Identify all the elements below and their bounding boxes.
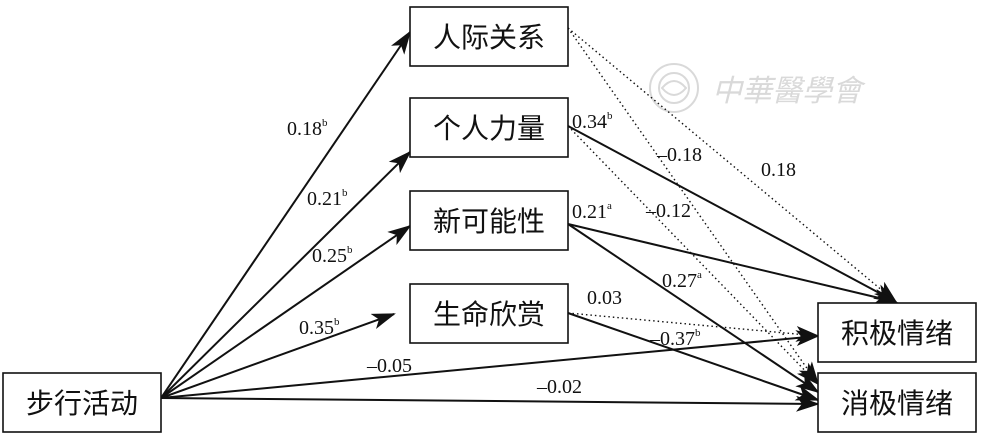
- edge-personal-strength-to-negative-emotion: [567, 125, 820, 386]
- node-relationships: 人际关系: [409, 6, 569, 67]
- edge-walking-to-relationships: [160, 30, 412, 399]
- node-personal-strength-label: 个人力量: [433, 112, 545, 145]
- edge-new-possibilities-to-negative-emotion-sig: a: [697, 269, 702, 281]
- edge-walking-to-relationships-coef: 0.18b: [287, 117, 328, 140]
- node-relationships-box: [409, 6, 569, 67]
- node-positive-emotion-label: 积极情绪: [841, 317, 953, 350]
- edge-personal-strength-to-positive-emotion-sig: b: [607, 110, 613, 122]
- edge-appreciation-of-life-to-positive-emotion-coef: 0.03: [587, 287, 622, 309]
- node-positive-emotion: 积极情绪: [817, 302, 977, 363]
- edge-personal-strength-to-positive-emotion: [567, 125, 898, 303]
- edge-relationships-to-positive-emotion-coef: 0.18: [761, 159, 796, 181]
- edge-appreciation-of-life-to-negative-emotion-sig: b: [695, 327, 701, 339]
- edge-walking-to-personal-strength-coef: 0.21b: [307, 187, 348, 210]
- edge-relationships-to-negative-emotion-coef: –0.18: [656, 144, 702, 166]
- watermark: 中華醫學會: [649, 63, 866, 113]
- node-walking-box: [2, 372, 162, 433]
- node-layer: 步行活动 人际关系 个人力量 新可能性 生命欣赏 积极情绪 消极情绪: [2, 6, 977, 433]
- node-appreciation-of-life-label: 生命欣赏: [433, 298, 545, 331]
- node-positive-emotion-box: [817, 302, 977, 363]
- edge-walking-to-relationships-sig: b: [322, 117, 328, 129]
- node-negative-emotion-label: 消极情绪: [841, 387, 953, 420]
- edge-new-possibilities-to-positive-emotion: [567, 223, 898, 305]
- node-new-possibilities-label: 新可能性: [433, 205, 545, 238]
- edge-walking-to-new-possibilities: [160, 224, 412, 399]
- edge-appreciation-of-life-to-positive-emotion: [567, 312, 820, 342]
- edge-layer: 0.18b 0.21b 0.25b 0.35b –0.05 –0.02 0.18 –0.18 0…: [160, 27, 898, 412]
- node-personal-strength-box: [409, 97, 569, 158]
- edge-walking-to-personal-strength-sig: b: [342, 187, 348, 199]
- edge-walking-to-appreciation-of-life-coef: 0.35b: [299, 316, 340, 339]
- node-walking-label: 步行活动: [26, 387, 138, 420]
- node-appreciation-of-life: 生命欣赏: [409, 283, 569, 344]
- edge-appreciation-of-life-to-negative-emotion-coef: –0.37b: [649, 327, 701, 350]
- edge-walking-to-positive-emotion: [160, 330, 820, 399]
- edge-personal-strength-to-positive-emotion-coef: 0.34b: [572, 110, 613, 133]
- edge-walking-to-personal-strength: [160, 150, 412, 399]
- edge-relationships-to-negative-emotion: [567, 27, 820, 386]
- node-walking: 步行活动: [2, 372, 162, 433]
- node-negative-emotion: 消极情绪: [817, 372, 977, 433]
- edge-new-possibilities-to-positive-emotion-coef: 0.21a: [572, 200, 612, 223]
- edge-walking-to-new-possibilities-coef: 0.25b: [312, 244, 353, 267]
- edge-new-possibilities-to-negative-emotion: [567, 223, 820, 394]
- node-new-possibilities-box: [409, 190, 569, 251]
- edge-appreciation-of-life-to-negative-emotion: [567, 312, 820, 401]
- edge-relationships-to-positive-emotion: [567, 27, 898, 304]
- node-personal-strength: 个人力量: [409, 97, 569, 158]
- node-new-possibilities: 新可能性: [409, 190, 569, 251]
- watermark-text: 中華醫學會: [712, 74, 866, 109]
- edge-walking-to-new-possibilities-sig: b: [347, 244, 353, 256]
- edge-walking-to-appreciation-of-life: [160, 313, 396, 399]
- edge-walking-to-positive-emotion-coef: –0.05: [366, 355, 412, 377]
- edge-walking-to-appreciation-of-life-sig: b: [334, 316, 340, 328]
- edge-walking-to-negative-emotion: [160, 395, 820, 412]
- seal-icon: [649, 63, 699, 113]
- node-appreciation-of-life-box: [409, 283, 569, 344]
- edge-personal-strength-to-negative-emotion-coef: –0.12: [645, 200, 691, 222]
- edge-new-possibilities-to-negative-emotion-coef: 0.27a: [662, 269, 702, 292]
- node-relationships-label: 人际关系: [433, 21, 545, 54]
- edge-new-possibilities-to-positive-emotion-sig: a: [607, 200, 612, 212]
- edge-walking-to-negative-emotion-coef: –0.02: [536, 376, 582, 398]
- node-negative-emotion-box: [817, 372, 977, 433]
